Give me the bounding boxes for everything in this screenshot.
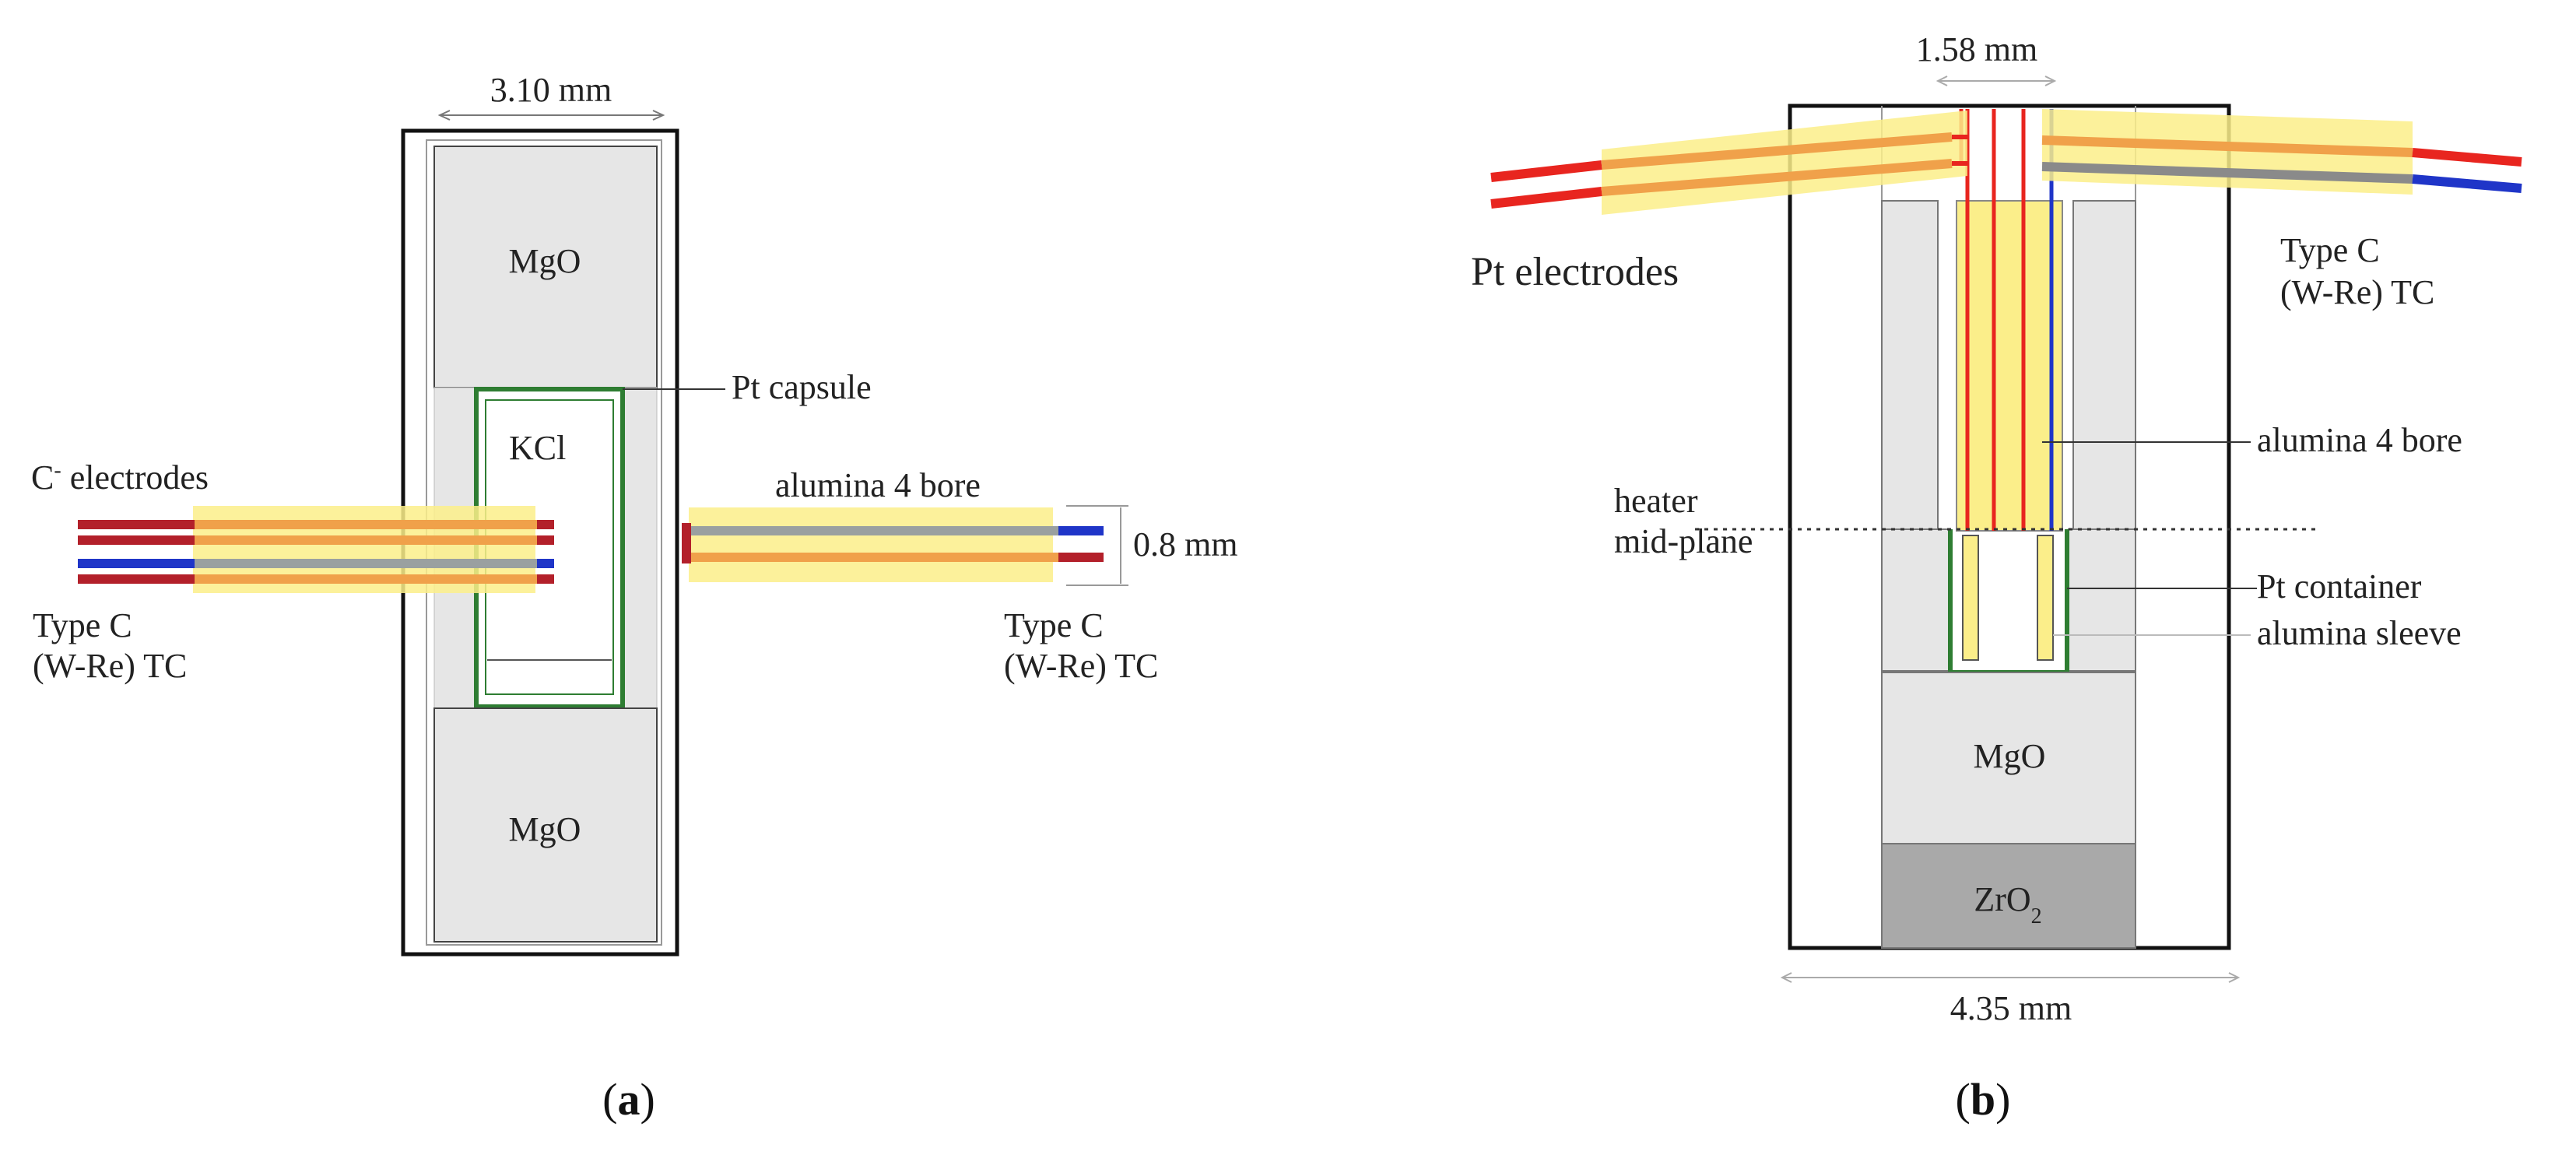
left-electrode-lead-1	[1490, 160, 1602, 182]
electrodes-label: C- electrodes	[31, 458, 209, 497]
top-dim-arrow-right	[2044, 75, 2057, 86]
caption-a: (a)	[602, 1074, 655, 1125]
mgo-bottom-label: MgO	[509, 810, 581, 848]
container-label: Pt container	[2257, 567, 2422, 606]
top-dim-arrow-left	[1936, 75, 1948, 86]
tc-label-line1: Type C	[2280, 231, 2380, 269]
heater-label-line1: heater	[1614, 482, 1698, 520]
right-tc-wire-1	[2041, 135, 2413, 157]
mgo-top-label: MgO	[509, 242, 581, 280]
right-tc-label-line1: Type C	[1004, 606, 1104, 644]
right-lower-sleeve	[2068, 528, 2136, 672]
kcl-label: KCl	[509, 429, 566, 467]
left-tc-label-line2: (W-Re) TC	[33, 647, 187, 685]
right-tc-tip	[682, 523, 691, 563]
top-dim-label: 1.58 mm	[1916, 30, 2037, 68]
left-electrode-lead-2	[1490, 187, 1602, 209]
bottom-dim-label: 4.35 mm	[1950, 989, 2072, 1027]
bore-label-a: alumina 4 bore	[775, 466, 981, 504]
mgo-label-b: MgO	[1974, 737, 2046, 775]
alumina-sleeve-right	[2037, 535, 2054, 661]
width-arrow-left	[437, 110, 451, 121]
width-label: 3.10 mm	[490, 71, 612, 109]
zro2-block	[1881, 843, 2136, 949]
alumina-bore-rod	[1956, 200, 2063, 532]
pt-electrodes-label: Pt electrodes	[1471, 250, 1679, 294]
caption-b: (b)	[1956, 1074, 2011, 1125]
alumina-sleeve-left	[1962, 535, 1979, 661]
bore-label-b: alumina 4 bore	[2257, 421, 2462, 459]
width-arrow-right	[652, 110, 665, 121]
bottom-dim-arrow-left	[1780, 972, 1792, 983]
left-electrode-2	[1601, 159, 1953, 196]
mgo-top-block	[433, 146, 658, 388]
bore-dim-label: 0.8 mm	[1133, 525, 1237, 563]
right-tc-lead-1	[2412, 148, 2522, 167]
capsule-label: Pt capsule	[732, 368, 872, 406]
heater-label-line2: mid-plane	[1614, 522, 1753, 560]
left-electrode-1	[1601, 132, 1953, 170]
bottom-dim-arrow-right	[2228, 972, 2241, 983]
right-tc-lead-2	[2412, 174, 2522, 193]
panel-b: 1.58 mm MgO ZrO2	[1471, 30, 2522, 1125]
zro2-label: ZrO2	[1974, 880, 2041, 929]
right-tc-label-line2: (W-Re) TC	[1004, 647, 1158, 685]
left-lower-sleeve	[1881, 528, 1950, 672]
right-tc-wire-2	[2041, 162, 2413, 184]
tc-label-line2: (W-Re) TC	[2280, 273, 2434, 311]
mgo-bottom-block	[433, 707, 658, 943]
sleeve-label: alumina sleeve	[2257, 614, 2462, 652]
mgo-block-b	[1881, 672, 2136, 844]
right-bore-highlight	[689, 507, 1053, 582]
panel-a: 3.10 mm MgO KCl Pt capsule MgO	[31, 71, 1237, 1125]
left-tc-label-line1: Type C	[33, 606, 132, 644]
